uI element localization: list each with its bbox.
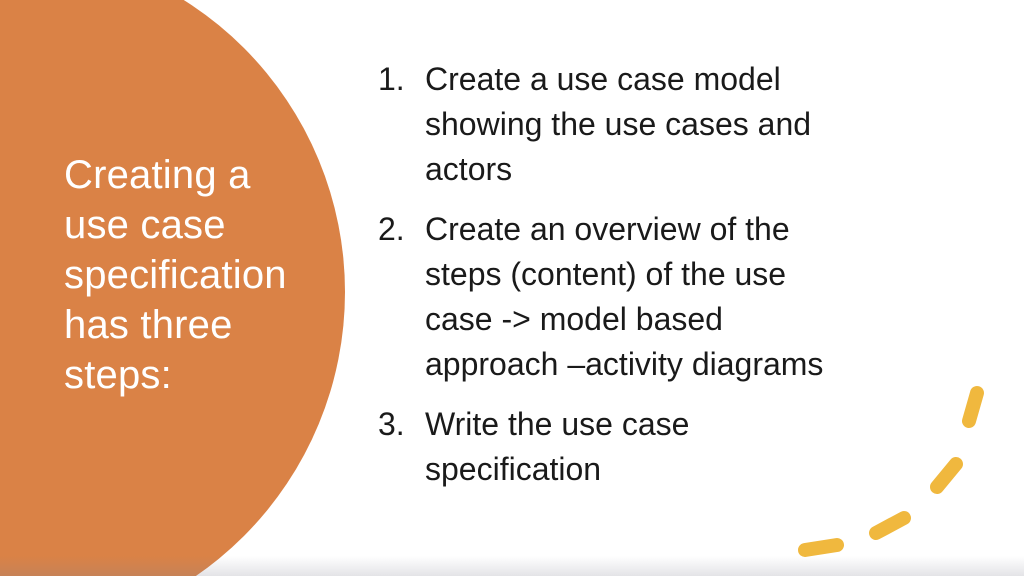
- list-item: 1. Create a use case model showing the u…: [378, 57, 958, 192]
- item-number: 2.: [378, 211, 405, 247]
- item-number: 1.: [378, 61, 405, 97]
- item-text: Create an overview of the steps (content…: [425, 211, 824, 382]
- list-item: 3. Write the use case specification: [378, 402, 958, 492]
- steps-list: 1. Create a use case model showing the u…: [378, 57, 958, 507]
- item-text: Write the use case specification: [425, 406, 690, 487]
- list-item: 2. Create an overview of the steps (cont…: [378, 207, 958, 387]
- item-number: 3.: [378, 406, 405, 442]
- item-text: Create a use case model showing the use …: [425, 61, 812, 187]
- slide-title: Creating a use case specification has th…: [64, 153, 287, 397]
